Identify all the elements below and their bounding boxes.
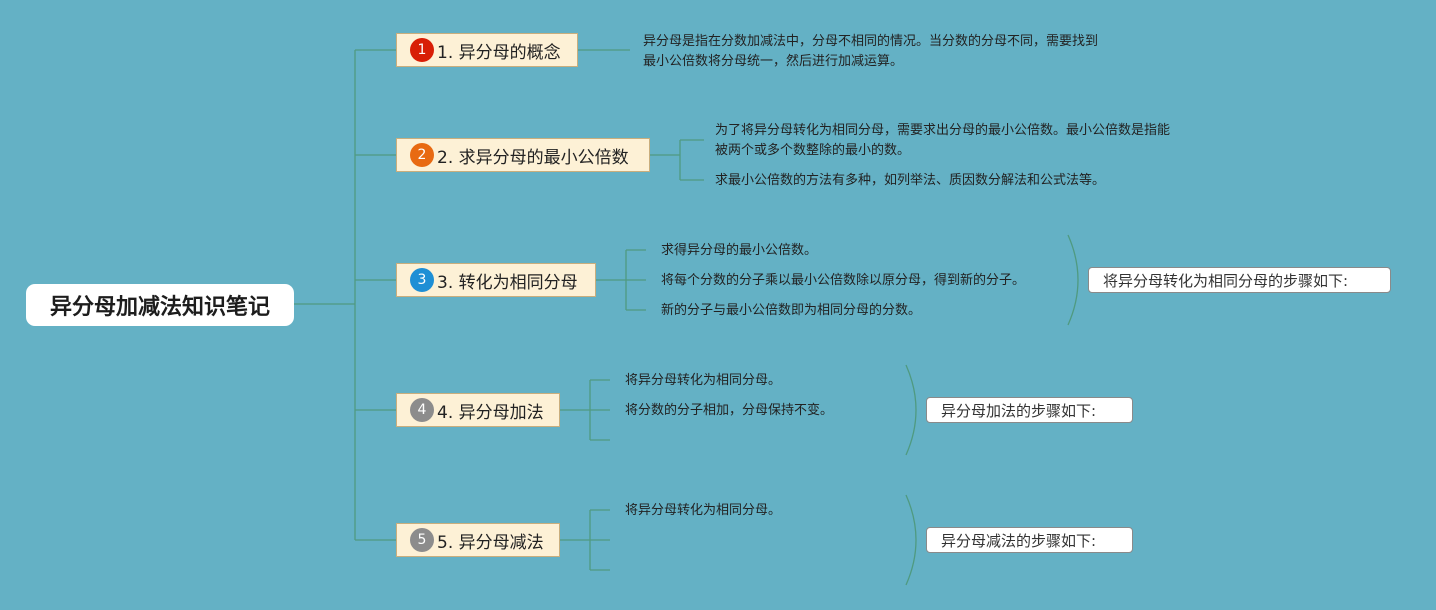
topic-2-label: 2. 求异分母的最小公倍数 (437, 147, 629, 168)
topic-3-summary[interactable]: 将异分母转化为相同分母的步骤如下: (1088, 267, 1391, 293)
note-line: 为了将异分母转化为相同分母，需要求出分母的最小公倍数。最小公倍数是指能 (715, 123, 1171, 138)
topic-3-step-2: 将每个分数的分子乘以最小公倍数除以原分母，得到新的分子。 (661, 273, 1026, 288)
topic-3-node[interactable]: 3 3. 转化为相同分母 (396, 263, 596, 297)
topic-4-summary[interactable]: 异分母加法的步骤如下: (926, 397, 1133, 423)
topic-5-step-1: 将异分母转化为相同分母。 (625, 503, 782, 518)
topic-1-label: 1. 异分母的概念 (437, 42, 561, 63)
topic-1-note: 异分母是指在分数加减法中，分母不相同的情况。当分数的分母不同，需要找到 最小公倍… (643, 32, 1098, 72)
note-line: 被两个或多个数整除的最小的数。 (715, 143, 911, 158)
topic-4-label: 4. 异分母加法 (437, 402, 544, 423)
topic-4-node[interactable]: 4 4. 异分母加法 (396, 393, 560, 427)
topic-5-summary[interactable]: 异分母减法的步骤如下: (926, 527, 1133, 553)
root-title: 异分母加减法知识笔记 (49, 295, 270, 320)
priority-1-icon: 1 (410, 38, 434, 62)
topic-4-step-1: 将异分母转化为相同分母。 (625, 373, 782, 388)
priority-2-icon: 2 (410, 143, 434, 167)
topic-3-label: 3. 转化为相同分母 (437, 272, 578, 293)
topic-5-node[interactable]: 5 5. 异分母减法 (396, 523, 560, 557)
topic-1-node[interactable]: 1 1. 异分母的概念 (396, 33, 578, 67)
topic-3-step-3: 新的分子与最小公倍数即为相同分母的分数。 (661, 303, 922, 318)
topic-4-step-2: 将分数的分子相加，分母保持不变。 (625, 403, 834, 418)
topic-2-note-a: 为了将异分母转化为相同分母，需要求出分母的最小公倍数。最小公倍数是指能 被两个或… (715, 121, 1170, 161)
note-line: 最小公倍数将分母统一，然后进行加减运算。 (643, 54, 904, 69)
root-node[interactable]: 异分母加减法知识笔记 (26, 284, 294, 326)
priority-5-icon: 5 (410, 528, 434, 552)
note-line: 异分母是指在分数加减法中，分母不相同的情况。当分数的分母不同，需要找到 (643, 34, 1099, 49)
topic-2-note-b: 求最小公倍数的方法有多种，如列举法、质因数分解法和公式法等。 (715, 173, 1106, 188)
priority-3-icon: 3 (410, 268, 434, 292)
priority-4-icon: 4 (410, 398, 434, 422)
topic-5-label: 5. 异分母减法 (437, 532, 544, 553)
topic-2-node[interactable]: 2 2. 求异分母的最小公倍数 (396, 138, 650, 172)
topic-3-step-1: 求得异分母的最小公倍数。 (661, 243, 818, 258)
